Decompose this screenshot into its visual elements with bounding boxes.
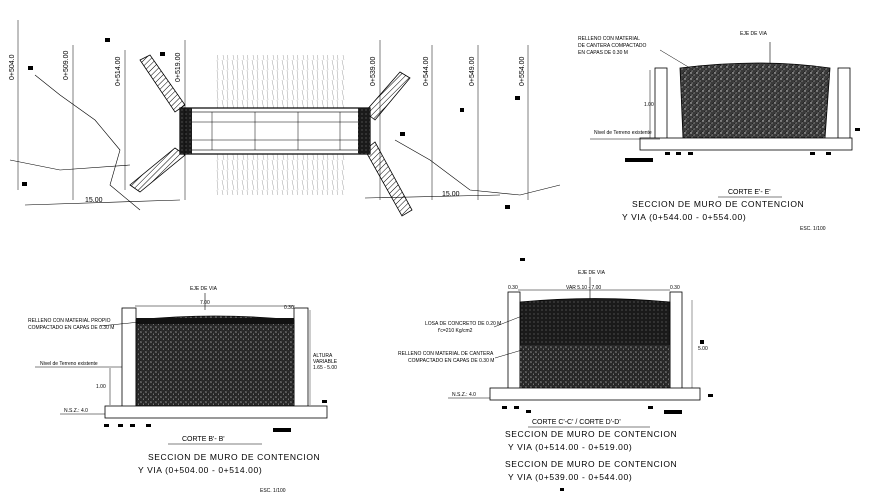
fill-note: DE CANTERA COMPACTADO xyxy=(578,43,647,49)
section-e: EJE DE VIA RELLENO CON MATERIAL DE CANTE… xyxy=(578,31,860,232)
section-b: EJE DE VIA 7.00 0.30 RELLENO CON MATERIA… xyxy=(28,286,338,494)
section-title: Y VIA (0+514.00 - 0+519.00) xyxy=(508,442,632,452)
compacted-fill xyxy=(135,315,295,409)
station-label: 0+539.00 xyxy=(370,57,377,86)
section-title: SECCION DE MURO DE CONTENCION xyxy=(632,199,804,209)
height-dim: 5.00 xyxy=(698,346,708,352)
section-title: SECCION DE MURO DE CONTENCION xyxy=(148,452,320,462)
height-dim: 1.00 xyxy=(96,384,106,390)
left-wall xyxy=(507,291,521,391)
wingwall-ne xyxy=(364,71,411,121)
slab-note: f'c=210 Kg/cm2 xyxy=(438,328,473,334)
width-dim: 7.00 xyxy=(200,300,210,306)
section-title: SECCION DE MURO DE CONTENCION xyxy=(505,429,677,439)
altura-label: 1.65 - 5.00 xyxy=(313,365,337,371)
footing xyxy=(639,137,853,151)
ground-label: Nivel de Terreno existente xyxy=(40,361,98,367)
fill-note: RELLENO CON MATERIAL PROPIO xyxy=(28,318,111,324)
station-label: 0+519.00 xyxy=(175,53,182,82)
slab-note: LOSA DE CONCRETO DE 0.20 M xyxy=(425,321,501,327)
fill-note: EN CAPAS DE 0.30 M xyxy=(578,50,628,56)
fill-note: COMPACTADO EN CAPAS DE 0.30 M xyxy=(408,358,494,364)
top-dim: 0.30 xyxy=(670,285,680,291)
top-dim: 0.30 xyxy=(284,305,294,311)
station-label: 0+544.00 xyxy=(423,57,430,86)
axis-label: EJE DE VIA xyxy=(578,270,606,276)
wingwall-se xyxy=(364,141,413,217)
station-label: 0+504.0 xyxy=(9,54,16,80)
nsz-label: N.S.Z.: 4.0 xyxy=(452,392,476,398)
scale-label: ESC. 1/100 xyxy=(260,488,286,494)
axis-label: EJE DE VIA xyxy=(740,31,768,37)
station-label: 0+509.00 xyxy=(63,51,70,80)
top-dim: 0.30 xyxy=(508,285,518,291)
axis-label: EJE DE VIA xyxy=(190,286,218,292)
section-title: Y VIA (0+544.00 - 0+554.00) xyxy=(622,212,746,222)
right-wall xyxy=(669,291,683,391)
height-dim: 1.00 xyxy=(644,102,654,108)
altura-label: ALTURA xyxy=(313,353,333,359)
station-label: 0+549.00 xyxy=(469,57,476,86)
altura-label: VARIABLE xyxy=(313,359,338,365)
contour-line xyxy=(9,159,131,171)
contour-line xyxy=(394,139,561,196)
section-title: SECCION DE MURO DE CONTENCION xyxy=(505,459,677,469)
plan-view: 0+504.0 0+509.00 0+514.00 0+519.00 0+539… xyxy=(9,20,561,217)
section-caption: CORTE B'- B' xyxy=(182,436,225,443)
nsz-label: N.S.Z.: 4.0 xyxy=(64,408,88,414)
left-wall xyxy=(654,67,668,141)
fill-note: RELLENO CON MATERIAL xyxy=(578,36,640,42)
fill-note: RELLENO CON MATERIAL DE CANTERA xyxy=(398,351,494,357)
dimension-line xyxy=(364,194,501,199)
section-c: EJE DE VIA VAR 5.10 - 7.00 0.30 0.30 LOS… xyxy=(398,258,713,491)
dimension-text: 15.00 xyxy=(442,191,460,198)
station-label: 0+554.00 xyxy=(519,57,526,86)
dimension-line xyxy=(24,199,181,206)
fill-note: COMPACTADO EN CAPAS DE 0.30 M xyxy=(28,325,114,331)
dimension-text: 15.00 xyxy=(85,197,103,204)
ground-label: Nivel de Terreno existente xyxy=(594,130,652,136)
footing xyxy=(489,387,701,401)
section-title: Y VIA (0+539.00 - 0+544.00) xyxy=(508,472,632,482)
footing xyxy=(104,405,328,419)
section-caption: CORTE E'- E' xyxy=(728,189,771,196)
contour-line xyxy=(34,74,141,211)
right-wall xyxy=(293,307,309,409)
var-dim: VAR 5.10 - 7.00 xyxy=(566,285,601,291)
scale-label: ESC. 1/100 xyxy=(800,226,826,232)
compacted-fill xyxy=(679,62,831,139)
wingwall-sw xyxy=(129,147,186,193)
culvert-box xyxy=(179,107,371,155)
right-wall xyxy=(837,67,851,141)
section-caption: CORTE C'-C' / CORTE D'-D' xyxy=(532,419,621,426)
section-title: Y VIA (0+504.00 - 0+514.00) xyxy=(138,465,262,475)
station-label: 0+514.00 xyxy=(115,57,122,86)
